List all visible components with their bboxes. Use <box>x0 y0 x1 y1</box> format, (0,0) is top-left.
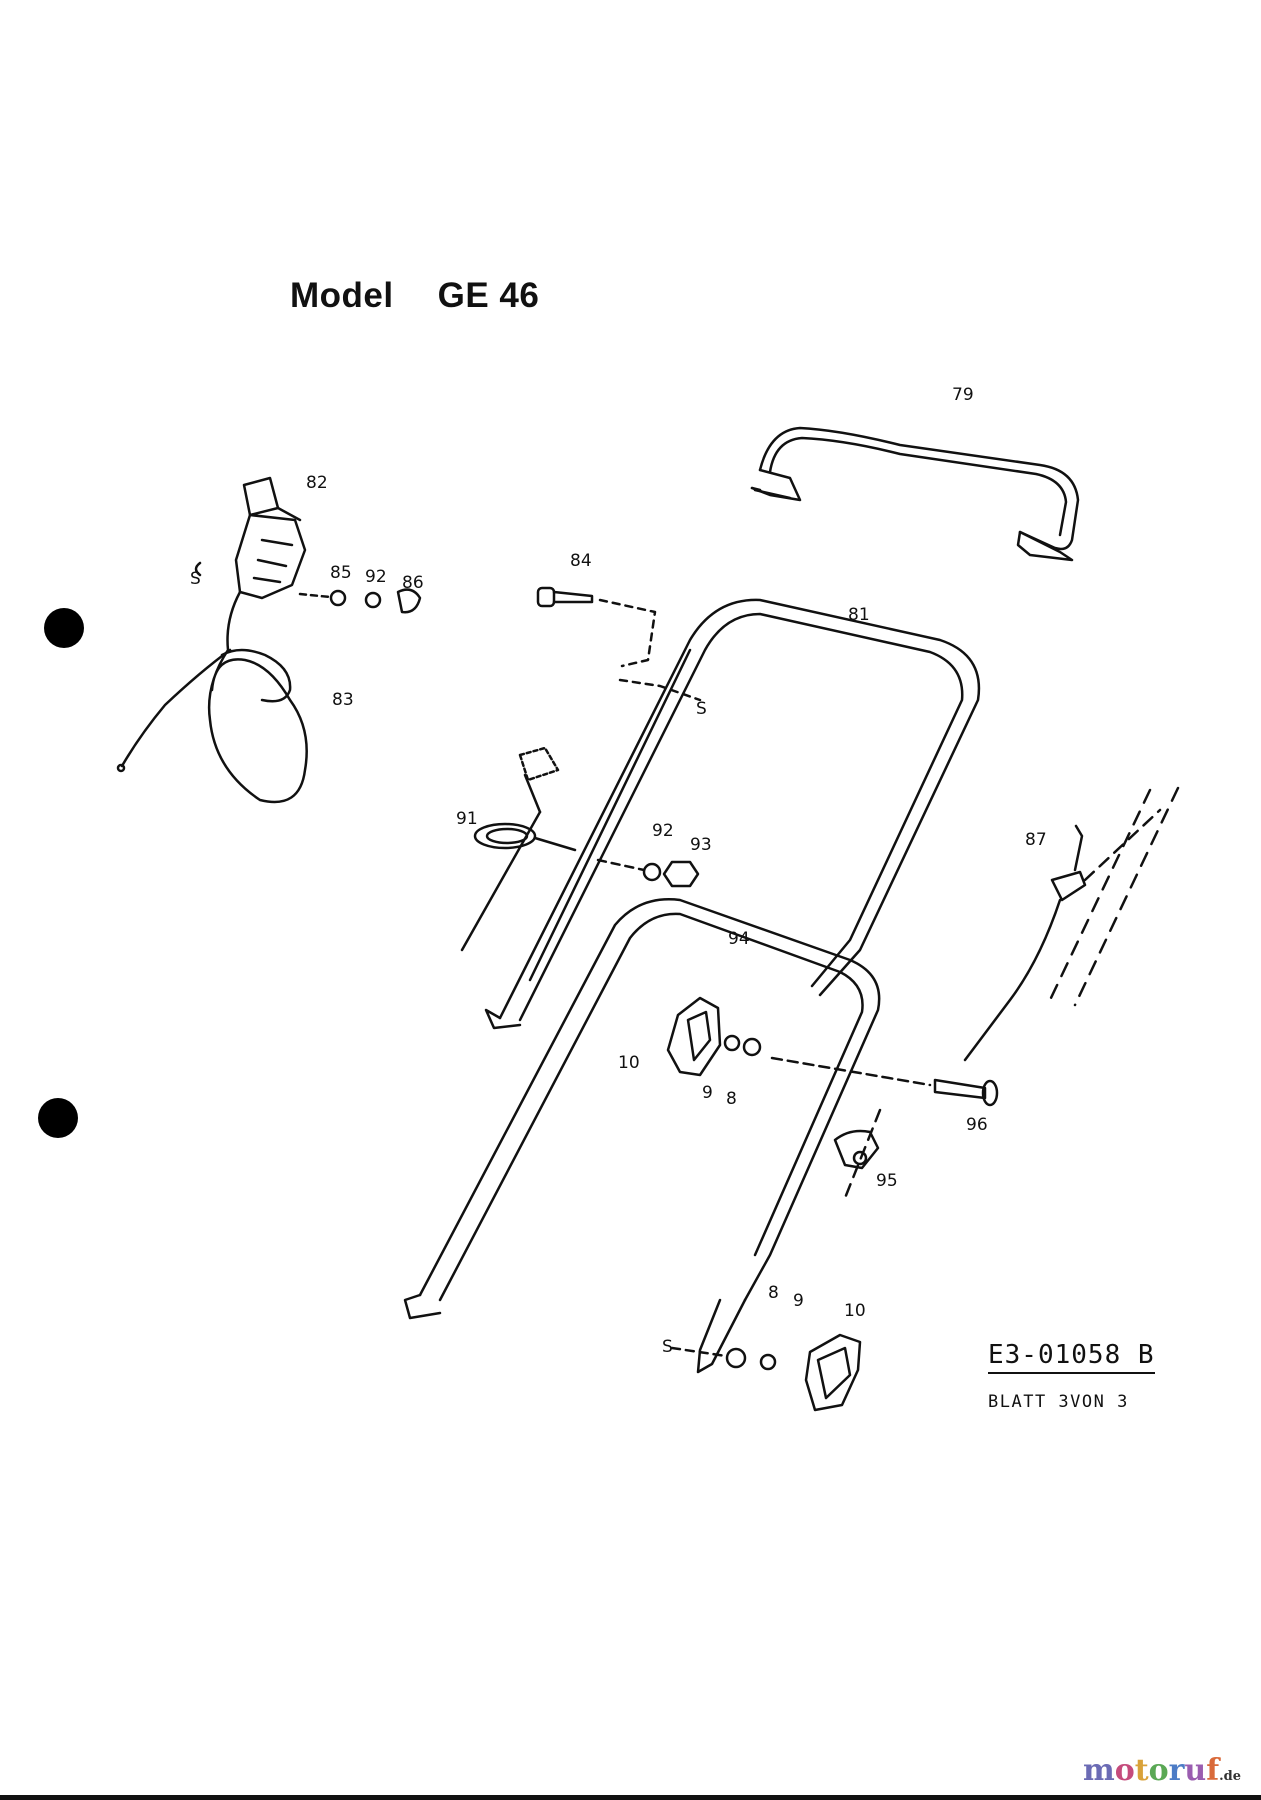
label-86: 86 <box>402 573 424 593</box>
label-84: 84 <box>570 551 592 571</box>
label-93: 93 <box>690 835 712 855</box>
part-81-upper-handle <box>484 598 981 1030</box>
model-title: Model GE 46 <box>290 276 539 316</box>
model-name: GE 46 <box>437 276 540 315</box>
part-85-92-86-fasteners <box>298 588 422 614</box>
label-8-lower: 8 <box>768 1283 779 1303</box>
label-95: 95 <box>876 1171 898 1191</box>
label-79: 79 <box>952 385 974 405</box>
bottom-border <box>0 1795 1261 1800</box>
model-label: Model <box>290 276 394 315</box>
part-96-bolt <box>770 1056 999 1107</box>
part-number-labels: 79 81 82 83 84 85 86 87 91 92 92 93 94 9… <box>190 385 1047 1357</box>
drawing-number: E3-01058 B <box>988 1340 1155 1374</box>
motoruf-watermark: motoruf.de <box>1082 1753 1241 1788</box>
part-83-coiled-cable <box>116 590 308 804</box>
part-91-cable-eye <box>460 746 577 952</box>
label-92-top: 92 <box>365 567 387 587</box>
label-85: 85 <box>330 563 352 583</box>
label-82: 82 <box>306 473 328 493</box>
part-9-8-washers-upper <box>723 1034 762 1057</box>
sheet-indicator: BLATT 3VON 3 <box>988 1392 1129 1412</box>
label-10-lower: 10 <box>844 1301 866 1321</box>
label-96: 96 <box>966 1115 988 1135</box>
label-87: 87 <box>1025 830 1047 850</box>
part-94-lower-handle <box>403 898 881 1374</box>
part-92-93-washer-nut <box>596 858 700 888</box>
part-87-cable-clip <box>963 786 1180 1062</box>
part-95-cable-clamp <box>833 1108 882 1200</box>
label-10-upper: 10 <box>618 1053 640 1073</box>
part-10-clamp-knob-upper <box>666 996 722 1077</box>
punch-hole-bottom <box>38 1098 78 1138</box>
label-83: 83 <box>332 690 354 710</box>
s-label-lower: S <box>662 1337 673 1357</box>
s-marker-left-top <box>194 561 202 577</box>
label-9-upper: 9 <box>702 1083 713 1103</box>
s-label-upper: S <box>696 699 707 719</box>
label-91: 91 <box>456 809 478 829</box>
s-label-left: S <box>190 569 201 589</box>
label-92-mid: 92 <box>652 821 674 841</box>
part-82-throttle-lever <box>234 476 307 600</box>
part-84-bolt <box>536 586 702 702</box>
label-81: 81 <box>848 605 870 625</box>
label-9-lower: 9 <box>793 1291 804 1311</box>
part-8-9-10-lower-set <box>670 1333 862 1412</box>
punch-hole-top <box>44 608 84 648</box>
label-8-upper: 8 <box>726 1089 737 1109</box>
part-79-top-handle <box>750 426 1080 562</box>
label-94: 94 <box>728 929 750 949</box>
